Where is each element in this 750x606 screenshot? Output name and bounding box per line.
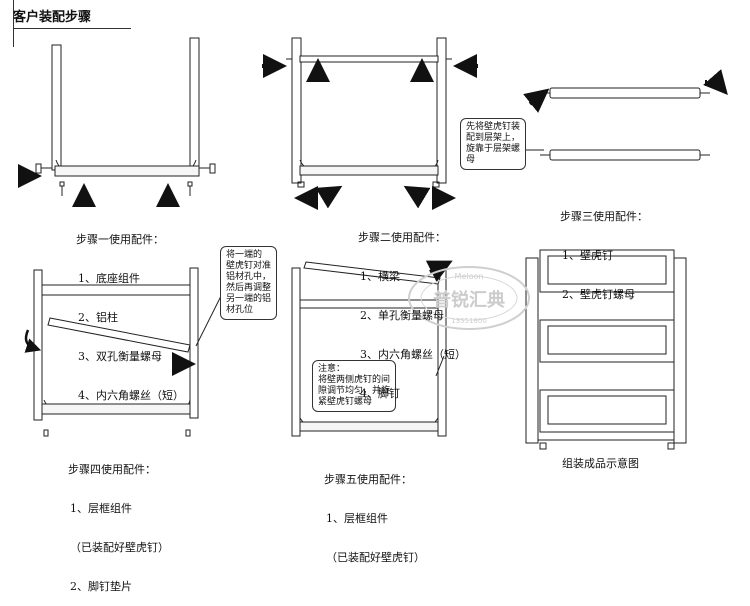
watermark-text: 普锐汇典 [433, 289, 505, 311]
corner-line-vertical [13, 0, 14, 47]
step5-parts: 步骤五使用配件： 1、层框组件 （已装配好壁虎钉） [324, 473, 425, 564]
finished-product-drawing [525, 249, 687, 450]
step1-drawing [35, 37, 216, 196]
step1-parts: 步骤一使用配件： 1、底座组件 2、铝柱 3、双孔衡量螺母 4、内六角螺丝（短） [76, 233, 184, 402]
step3-note: 先将壁虎钉装 配到层架上， 旋靠于层架螺 母 [460, 118, 527, 170]
assembly-diagram [18, 37, 728, 450]
watermark-phone: 13551800 [451, 317, 487, 325]
step5-drawing [291, 261, 447, 437]
corner-line-horizontal [13, 28, 131, 29]
watermark-seal: Meloon 普锐汇典 13551800 [408, 266, 530, 330]
step3-parts: 步骤三使用配件： 1、壁虎钉 2、壁虎钉螺母 [560, 210, 648, 301]
step5-note: 注意： 将壁两侧虎钉的间 隙调节均匀，并旋 紧壁虎钉螺母 [312, 360, 397, 412]
finished-caption: 组装成品示意图 [562, 457, 639, 470]
step4-parts: 步骤四使用配件： 1、层框组件 （已装配好壁虎钉） 2、脚钉垫片 [68, 463, 169, 593]
page-title: 客户装配步骤 [13, 10, 92, 25]
step2-drawing [286, 37, 452, 188]
step2-parts: 步骤二使用配件： 1、横梁 2、单孔衡量螺母 3、内六角螺丝（短） 4、脚钉 [358, 231, 466, 400]
step3-drawing [540, 87, 710, 161]
step4-note: 将一端的 壁虎钉对准 铝材孔中， 然后再调整 另一端的铝 材孔位 [220, 246, 278, 320]
watermark-sub: Meloon [455, 272, 484, 281]
